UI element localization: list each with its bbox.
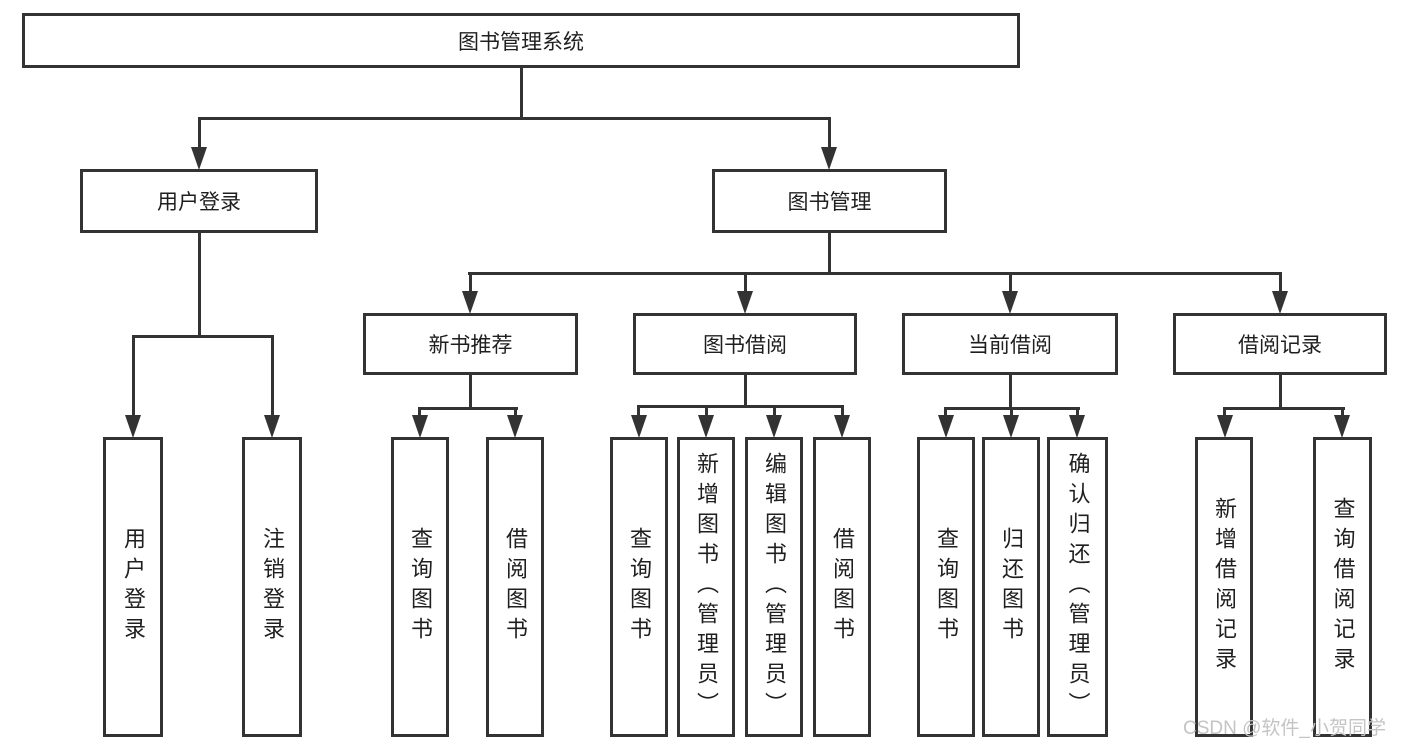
arrow-down-icon (507, 415, 523, 438)
arrow-down-icon (191, 147, 207, 170)
connector-stub-current-borrow (1009, 272, 1012, 296)
node-current-borrowing-label: 当前借阅 (968, 334, 1052, 357)
arrow-down-icon (938, 415, 954, 438)
connector-stub-book-mgmt (828, 117, 831, 151)
node-book-borrowing: 图书借阅 (633, 313, 857, 375)
node-current-query-books-label: 查询图书 (934, 527, 959, 647)
connector-stub-book-borrow (744, 272, 747, 296)
node-borrowing-borrow-books: 借阅图书 (813, 437, 871, 737)
node-new-book-recommend-label: 新书推荐 (428, 334, 513, 357)
connector-book-borrow-trunk (744, 375, 747, 407)
connector-stub-bb-edit (773, 405, 776, 420)
node-new-book-recommend: 新书推荐 (363, 313, 578, 375)
node-borrowing-borrow-books-label: 借阅图书 (830, 527, 855, 647)
node-add-books-admin-label: 新增图书（管理员） (694, 452, 719, 722)
arrow-down-icon (264, 415, 280, 438)
connector-user-login-trunk (198, 233, 201, 337)
arrow-down-icon (1334, 415, 1350, 438)
node-recommend-borrow-books-label: 借阅图书 (503, 527, 528, 647)
arrow-down-icon (462, 291, 478, 314)
connector-borrow-record-trunk (1279, 375, 1282, 409)
node-logout: 注销登录 (242, 437, 302, 737)
csdn-watermark: CSDN @软件_小贺同学 (1183, 718, 1386, 739)
arrow-down-icon (766, 415, 782, 438)
connector-stub-nb-query (418, 407, 421, 420)
node-edit-books-admin-label: 编辑图书（管理员） (762, 452, 787, 722)
node-user-login-action-label: 用户登录 (121, 527, 146, 647)
arrow-down-icon (821, 147, 837, 170)
node-current-borrowing: 当前借阅 (902, 313, 1118, 375)
connector-stub-nb-borrow (514, 407, 517, 420)
connector-stub-logout (271, 335, 274, 420)
node-add-books-admin: 新增图书（管理员） (677, 437, 735, 737)
node-recommend-query-books: 查询图书 (391, 437, 449, 737)
node-query-borrow-record-label: 查询借阅记录 (1330, 497, 1356, 677)
arrow-down-icon (737, 291, 753, 314)
node-add-borrow-record: 新增借阅记录 (1195, 437, 1253, 737)
connector-stub-br-add (1223, 407, 1226, 420)
node-query-borrow-record: 查询借阅记录 (1313, 437, 1372, 737)
connector-stub-user-login (198, 117, 201, 151)
node-edit-books-admin: 编辑图书（管理员） (745, 437, 803, 737)
arrow-down-icon (1002, 291, 1018, 314)
arrow-down-icon (1069, 415, 1085, 438)
arrow-down-icon (1003, 415, 1019, 438)
node-borrowing-query-books-label: 查询图书 (627, 527, 652, 647)
node-library-management-system: 图书管理系统 (22, 13, 1020, 68)
connector-book-mgmt-trunk (828, 233, 831, 275)
node-return-books: 归还图书 (982, 437, 1040, 737)
connector-new-book-rec-trunk (469, 375, 472, 409)
node-confirm-return-admin: 确认归还（管理员） (1047, 437, 1108, 737)
node-recommend-borrow-books: 借阅图书 (486, 437, 544, 737)
connector-stub-borrow-record (1279, 272, 1282, 296)
arrow-down-icon (631, 415, 647, 438)
connector-stub-bb-add (705, 405, 708, 420)
connector-book-borrow-horizontal (637, 405, 844, 408)
node-book-management-label: 图书管理 (787, 191, 872, 214)
connector-stub-bb-borrow (841, 405, 844, 420)
connector-stub-br-query (1341, 407, 1344, 420)
node-borrowing-records: 借阅记录 (1173, 313, 1387, 375)
connector-stub-new-book-rec (469, 272, 472, 296)
node-book-borrowing-label: 图书借阅 (703, 334, 787, 357)
connector-borrow-record-horizontal (1223, 407, 1345, 410)
connector-stub-cb-confirm (1076, 407, 1079, 420)
arrow-down-icon (125, 415, 141, 438)
node-confirm-return-admin-label: 确认归还（管理员） (1065, 452, 1091, 722)
node-user-login-label: 用户登录 (157, 191, 241, 214)
connector-new-book-rec-horizontal (418, 407, 518, 410)
arrow-down-icon (834, 415, 850, 438)
node-borrowing-records-label: 借阅记录 (1238, 334, 1322, 357)
node-book-management: 图书管理 (712, 169, 947, 233)
node-user-login: 用户登录 (80, 169, 318, 233)
node-user-login-action: 用户登录 (103, 437, 163, 737)
connector-level1-horizontal (198, 117, 831, 120)
node-borrowing-query-books: 查询图书 (610, 437, 668, 737)
node-library-management-system-label: 图书管理系统 (458, 30, 584, 54)
node-logout-label: 注销登录 (260, 527, 285, 647)
arrow-down-icon (412, 415, 428, 438)
connector-level2-horizontal (468, 272, 1282, 275)
node-return-books-label: 归还图书 (999, 527, 1024, 647)
connector-user-login-horizontal (132, 335, 274, 338)
arrow-down-icon (698, 415, 714, 438)
arrow-down-icon (1272, 291, 1288, 314)
node-current-query-books: 查询图书 (917, 437, 975, 737)
connector-root-trunk (520, 68, 523, 118)
connector-stub-bb-query (637, 405, 640, 420)
connector-stub-cb-query (944, 407, 947, 420)
arrow-down-icon (1217, 415, 1233, 438)
node-recommend-query-books-label: 查询图书 (408, 527, 433, 647)
connector-stub-user-login-child (132, 335, 135, 420)
connector-stub-cb-return (1010, 407, 1013, 420)
node-add-borrow-record-label: 新增借阅记录 (1212, 497, 1237, 677)
connector-current-borrow-trunk (1009, 375, 1012, 409)
